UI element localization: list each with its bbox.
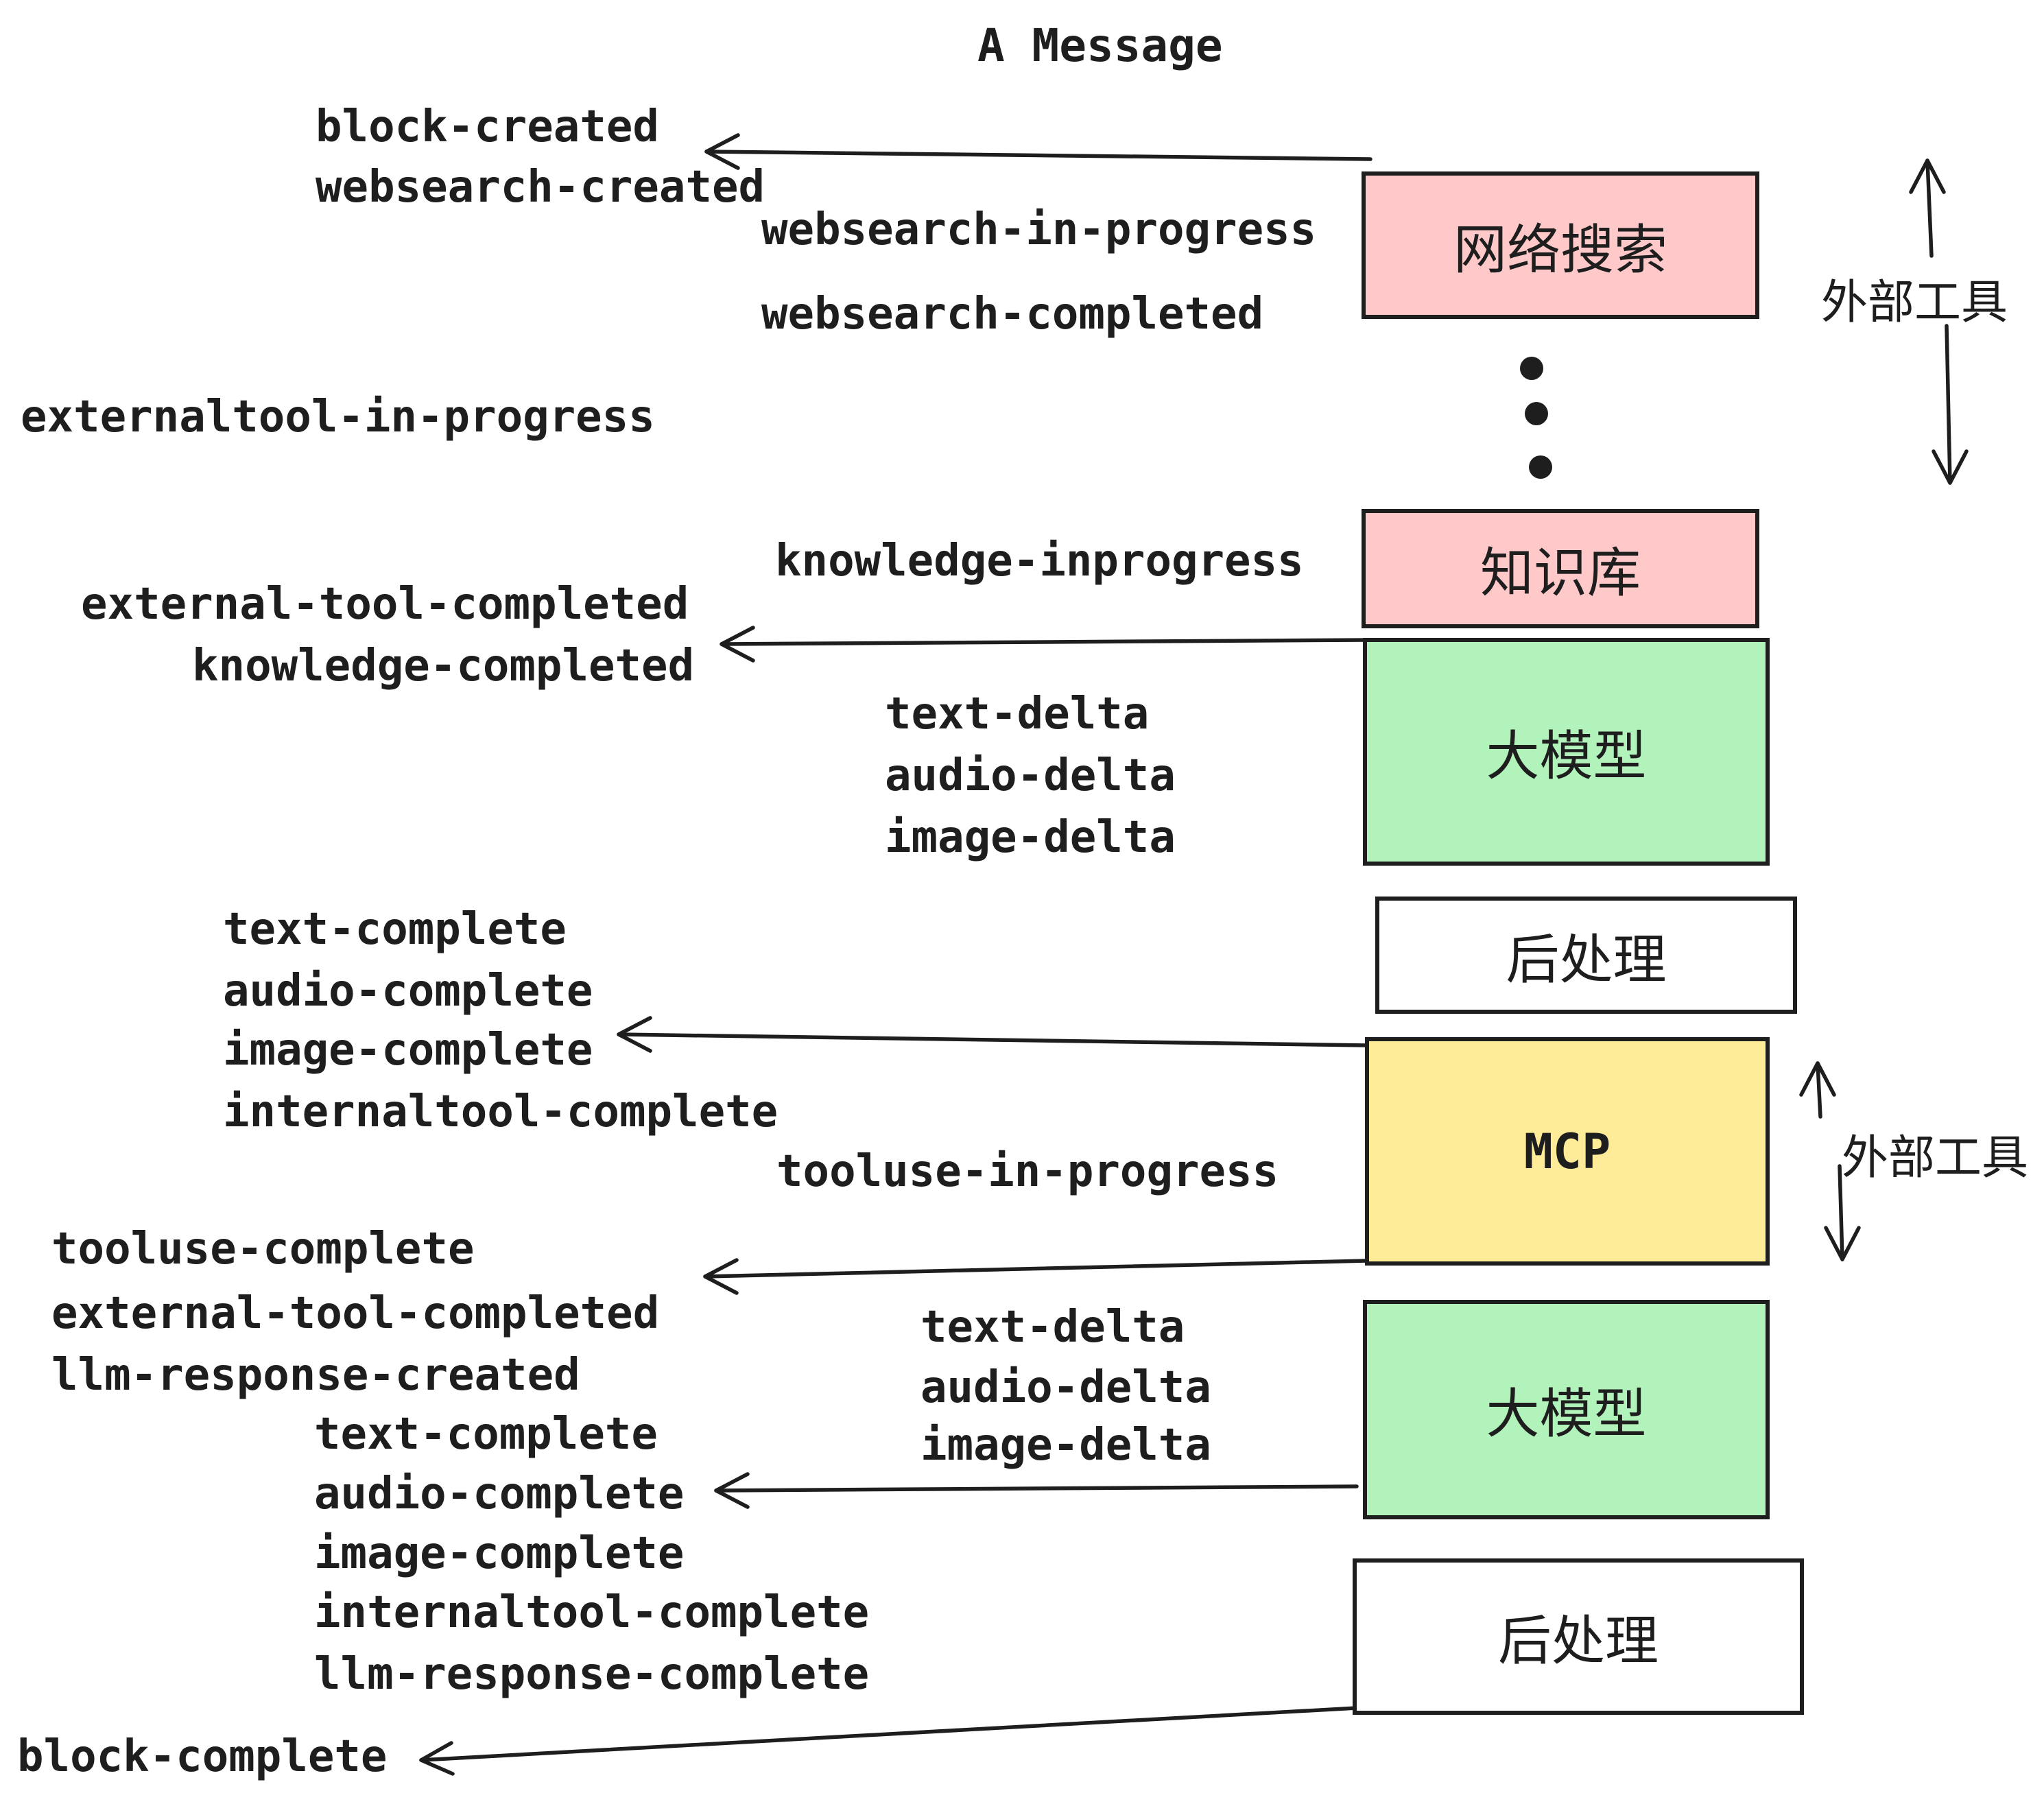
event-external-tool-completed: external-tool-completed [81,579,689,630]
arrow-to-audio-complete [714,1472,1359,1509]
node-postprocess-2: 后处理 [1353,1558,1804,1715]
node-knowledge-base: 知识库 [1362,509,1759,628]
arrow-to-block-complete [419,1706,1359,1776]
event-websearch-created: websearch-created [316,162,765,213]
event-block-complete: block-complete [17,1731,388,1782]
event-audio-complete-2: audio-complete [314,1469,685,1519]
external-tools-up-arrow [1909,158,1946,258]
event-websearch-in-progress: websearch-in-progress [761,204,1317,255]
event-text-delta-2: text-delta [920,1302,1185,1353]
external-tools-label-1: 外部工具 [1821,276,2008,330]
arrow-to-image-complete [617,1016,1368,1053]
event-audio-delta-1: audio-delta [885,750,1176,801]
event-llm-response-created: llm-response-created [51,1350,580,1401]
node-postprocess-1: 后处理 [1375,897,1797,1014]
event-externaltool-in-progress: externaltool-in-progress [21,392,655,442]
event-audio-complete-1: audio-complete [223,966,593,1017]
event-llm-response-complete: llm-response-complete [314,1649,870,1700]
event-tooluse-complete: tooluse-complete [51,1224,475,1274]
node-llm-1-label: 大模型 [1486,726,1647,787]
external-tools-down-arrow [1932,324,1969,485]
event-knowledge-inprogress: knowledge-inprogress [775,536,1304,586]
node-llm-2-label: 大模型 [1486,1384,1647,1445]
event-knowledge-completed: knowledge-completed [192,641,695,691]
event-text-delta-1: text-delta [885,689,1150,739]
event-tooluse-in-progress: tooluse-in-progress [776,1146,1279,1197]
arrow-to-tooluse-complete [703,1258,1368,1295]
node-knowledge-base-label: 知识库 [1479,543,1641,604]
mcp-external-tools-up-arrow [1799,1061,1836,1119]
event-websearch-completed: websearch-completed [761,289,1264,340]
event-audio-delta-2: audio-delta [920,1362,1211,1413]
node-llm-1: 大模型 [1363,638,1770,866]
arrow-to-knowledge-completed [720,626,1368,663]
node-llm-2: 大模型 [1363,1300,1770,1519]
node-websearch: 网络搜索 [1362,171,1759,319]
node-postprocess-2-label: 后处理 [1497,1611,1659,1672]
diagram-title: A Message [977,19,1223,72]
event-block-created: block-created [316,102,659,152]
event-image-complete-2: image-complete [314,1528,685,1579]
event-text-complete-1: text-complete [223,904,567,955]
event-image-delta-1: image-delta [885,812,1176,863]
vertical-ellipsis-icon [1520,357,1552,479]
node-websearch-label: 网络搜索 [1453,219,1667,281]
external-tools-label-2: 外部工具 [1842,1131,2029,1185]
event-image-delta-2: image-delta [920,1420,1211,1471]
event-internaltool-complete-1: internaltool-complete [223,1087,779,1137]
event-external-tool-completed-2: external-tool-completed [51,1288,660,1339]
event-text-complete-2: text-complete [314,1409,658,1460]
event-internaltool-complete-2: internaltool-complete [314,1587,870,1638]
arrow-to-websearch-created [704,133,1372,170]
node-mcp: MCP [1365,1037,1770,1266]
node-postprocess-1-label: 后处理 [1506,929,1667,991]
event-image-complete-1: image-complete [223,1025,593,1076]
node-mcp-label: MCP [1523,1123,1611,1180]
